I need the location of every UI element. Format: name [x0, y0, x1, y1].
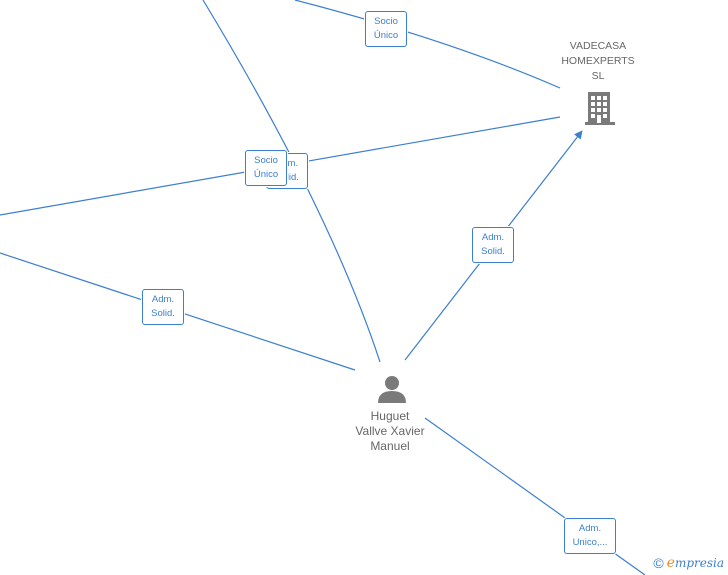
person-icon [378, 376, 406, 403]
edge-label-line: Adm. [481, 232, 505, 243]
edge-label-line: Adm. [275, 158, 299, 169]
edge-label-line: Adm. [578, 523, 602, 534]
brand-logo-e: e [666, 555, 675, 571]
edge-label-adm-solid-right[interactable]: Adm. Solid. [472, 227, 514, 263]
brand-logo-rest: mpresia [674, 556, 724, 570]
edge-label-line: Adm. [151, 294, 175, 305]
copyright-icon: © [653, 555, 664, 571]
person-name-line-3: Manuel [370, 439, 410, 453]
edge-label-socio-unico-mid[interactable]: Socio Único [245, 150, 287, 186]
building-icon [585, 92, 615, 125]
company-name-line-3: SL [591, 70, 605, 82]
edge-label-adm-solid-left[interactable]: Adm. Solid. [142, 289, 184, 325]
company-name-line-2: HOMEXPERTS [561, 55, 635, 67]
person-name-line-2: Vallve Xavier [355, 424, 425, 438]
company-name[interactable]: VADECASA HOMEXPERTS SL [548, 39, 648, 84]
edge-label-line: Unico,... [572, 537, 608, 548]
edge-label-line: Solid. [481, 246, 505, 257]
edge-label-socio-unico-top[interactable]: Socio Único [365, 11, 407, 47]
edge-socio-unico-top [294, 0, 561, 89]
brand-logo: empresia [667, 555, 724, 571]
edge-label-line: Socio [254, 155, 278, 166]
edge-label-adm-unico-bottom[interactable]: Adm. Unico,... [564, 518, 616, 554]
edge-label-line: Socio [374, 16, 398, 27]
company-name-line-1: VADECASA [569, 40, 627, 52]
person-name[interactable]: Huguet Vallve Xavier Manuel [340, 409, 440, 454]
person-name-line-1: Huguet [370, 409, 410, 423]
edge-label-line: Único [373, 30, 399, 41]
edge-top-to-person [202, 0, 381, 363]
copyright-brand: © empresia [653, 555, 724, 571]
edge-label-line: Único [253, 169, 279, 180]
edge-label-line: Solid. [151, 308, 175, 319]
